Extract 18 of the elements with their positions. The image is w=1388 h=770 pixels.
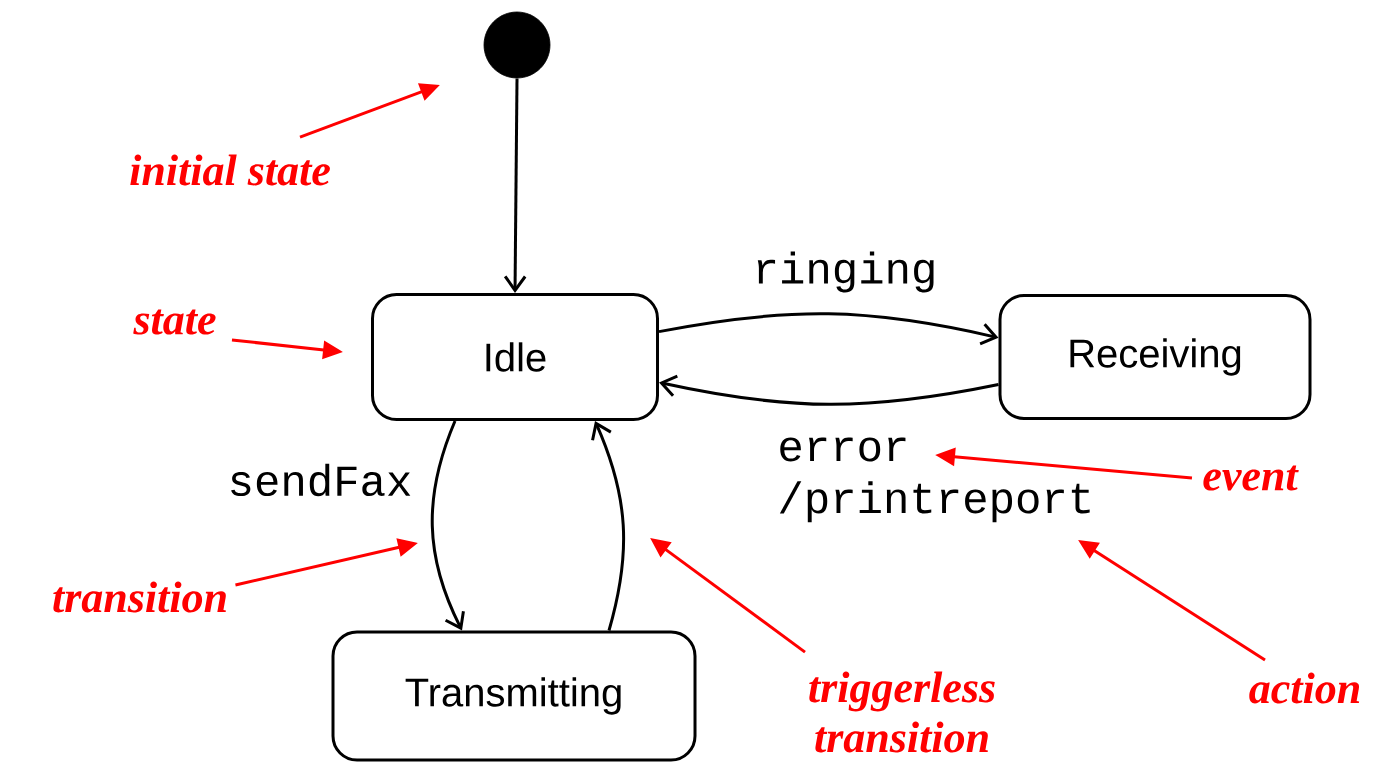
annotation-text: action <box>1249 672 1360 704</box>
transition-arrow <box>430 420 465 631</box>
transition-arrow <box>591 421 626 631</box>
transition-arrow <box>658 312 999 346</box>
initial-state-dot <box>483 11 551 79</box>
state-box: Receiving <box>998 294 1312 420</box>
edge-label: error /printreport <box>779 437 1090 523</box>
edge-label: sendFax <box>231 463 411 497</box>
state-box: Idle <box>371 293 659 421</box>
annotation-text: transition <box>53 581 226 613</box>
annotation-text: state <box>133 309 216 335</box>
edge-label: ringing <box>757 251 934 293</box>
state-box: Transmitting <box>331 630 697 762</box>
annotation-text: event <box>1203 465 1299 491</box>
transition-arrow <box>659 374 999 406</box>
annotation-text: initial state <box>130 154 330 186</box>
annotation-text: triggerless transition <box>809 671 995 753</box>
transition-arrow <box>503 78 527 293</box>
